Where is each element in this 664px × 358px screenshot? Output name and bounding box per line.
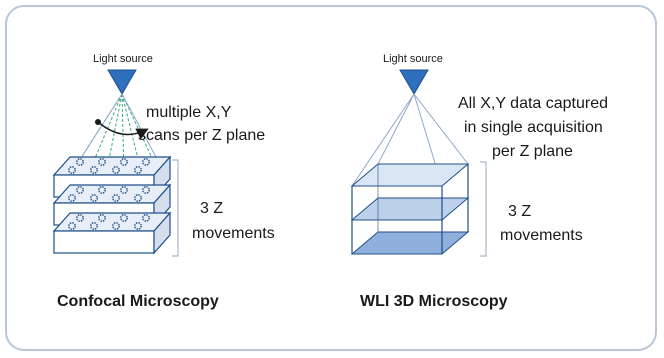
right-light-source-label: Light source [383,53,443,65]
scan-note-line1: multiple X,Y [146,104,232,121]
confocal-slab-top [52,212,172,232]
confocal-sample-stack [52,155,172,255]
confocal-panel: Light source multiple X,Y scans per Z pl… [52,53,275,310]
left-movements-line1: 3 Z [200,200,223,217]
left-light-source-label: Light source [93,53,153,65]
confocal-scan-point [98,214,106,222]
confocal-scan-point [134,194,142,202]
confocal-slab-top [52,184,172,204]
wli-panel: Light source All X,Y data captured in si… [350,53,608,310]
confocal-scan-point [90,222,98,230]
confocal-caption: Confocal Microscopy [57,293,219,310]
capture-note-line1: All X,Y data captured [458,95,608,112]
confocal-scan-point [76,186,84,194]
confocal-scan-point [68,222,76,230]
confocal-scan-point [120,214,128,222]
outer-frame [5,5,657,351]
confocal-scan-point [98,158,106,166]
left-bracket [172,159,179,257]
right-light-source-icon [399,69,429,95]
confocal-scan-point [142,158,150,166]
confocal-slab-front [53,230,155,254]
capture-note-line2: in single acquisition [464,119,603,136]
confocal-scan-point [112,222,120,230]
curved-arrow-icon [97,121,149,140]
confocal-scan-point [68,194,76,202]
confocal-scan-point [98,186,106,194]
confocal-scan-point [134,222,142,230]
right-bracket [480,161,487,257]
confocal-scan-point [76,158,84,166]
scan-start-dot [95,119,101,125]
wli-box-frame [351,164,469,254]
left-movements-line2: movements [192,225,275,242]
confocal-scan-point [112,194,120,202]
wli-sample-stack [350,163,470,255]
confocal-scan-point [142,186,150,194]
confocal-scan-point [90,194,98,202]
right-movements-line1: 3 Z [508,203,531,220]
wli-caption: WLI 3D Microscopy [360,293,508,310]
confocal-scan-point [90,166,98,174]
confocal-scan-point [112,166,120,174]
capture-note-line3: per Z plane [492,143,573,160]
left-light-source-icon [107,69,137,95]
confocal-scan-point [142,214,150,222]
right-movements-line2: movements [500,227,583,244]
confocal-scan-point [134,166,142,174]
confocal-scan-point [68,166,76,174]
confocal-scan-point [120,186,128,194]
confocal-scan-point [120,158,128,166]
scan-note-line2: scans per Z plane [138,127,265,144]
confocal-scan-point [76,214,84,222]
confocal-slab-side [153,211,171,255]
confocal-slab-top [52,156,172,176]
